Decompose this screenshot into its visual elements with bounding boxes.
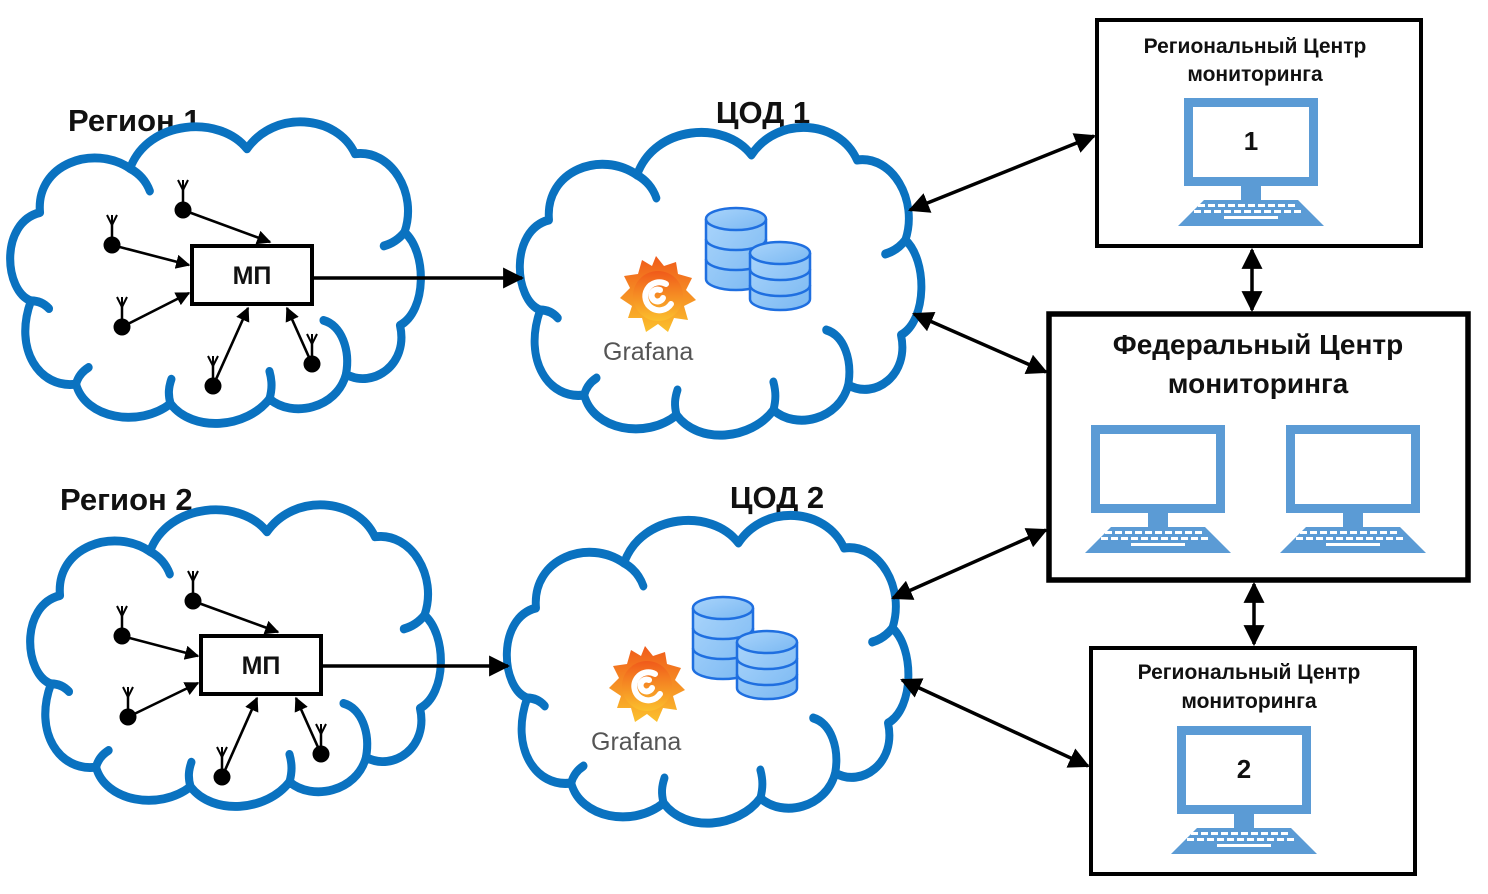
regional-center-1-number: 1 bbox=[1244, 126, 1258, 156]
computer-icon bbox=[1178, 98, 1324, 226]
region-1-node-box bbox=[190, 244, 314, 306]
regional-center-1-title-line2: мониторинга bbox=[1187, 63, 1323, 86]
computer-icon bbox=[1280, 425, 1426, 553]
regional-center-2: Региональный Центр мониторинга 2 bbox=[1089, 646, 1417, 876]
data-center-2-title: ЦОД 2 bbox=[730, 480, 824, 515]
region-1-node-label: МП bbox=[233, 262, 272, 290]
computer-icon bbox=[1171, 726, 1317, 854]
region-1: Регион 1 МП bbox=[10, 103, 421, 423]
region-2-sensor-links bbox=[121, 599, 323, 778]
connections bbox=[313, 133, 1265, 768]
computer-icon bbox=[1085, 425, 1231, 553]
region-2-node-box bbox=[199, 634, 323, 696]
data-center-1: ЦОД 1 Grafana bbox=[520, 95, 922, 435]
regional-center-1: Региональный Центр мониторинга 1 bbox=[1095, 18, 1423, 248]
federal-center: Федеральный Центр мониторинга bbox=[1046, 311, 1471, 583]
region-1-sensor-links bbox=[111, 208, 314, 387]
link-dc2-to-federal-center bbox=[891, 528, 1048, 600]
regional-center-2-title-line1: Региональный Центр bbox=[1138, 661, 1361, 684]
data-center-2-software-label: Grafana bbox=[591, 728, 681, 756]
data-center-1-software-label: Grafana bbox=[603, 338, 693, 366]
regional-center-2-number: 2 bbox=[1237, 754, 1251, 784]
link-dc1-to-federal-center bbox=[912, 311, 1048, 375]
region-2: Регион 2 МП bbox=[30, 482, 441, 806]
regional-center-2-title-line2: мониторинга bbox=[1181, 690, 1317, 713]
link-dc1-to-regional-center-1 bbox=[908, 133, 1096, 213]
link-dc2-to-regional-center-2 bbox=[900, 678, 1090, 768]
federal-center-title-line1: Федеральный Центр bbox=[1113, 329, 1403, 360]
federal-center-title-line2: мониторинга bbox=[1168, 368, 1349, 399]
region-2-node-label: МП bbox=[242, 652, 281, 680]
regional-center-1-title-line1: Региональный Центр bbox=[1144, 35, 1367, 58]
data-center-2: ЦОД 2 Grafana bbox=[507, 480, 909, 823]
region-2-title: Регион 2 bbox=[60, 482, 193, 517]
